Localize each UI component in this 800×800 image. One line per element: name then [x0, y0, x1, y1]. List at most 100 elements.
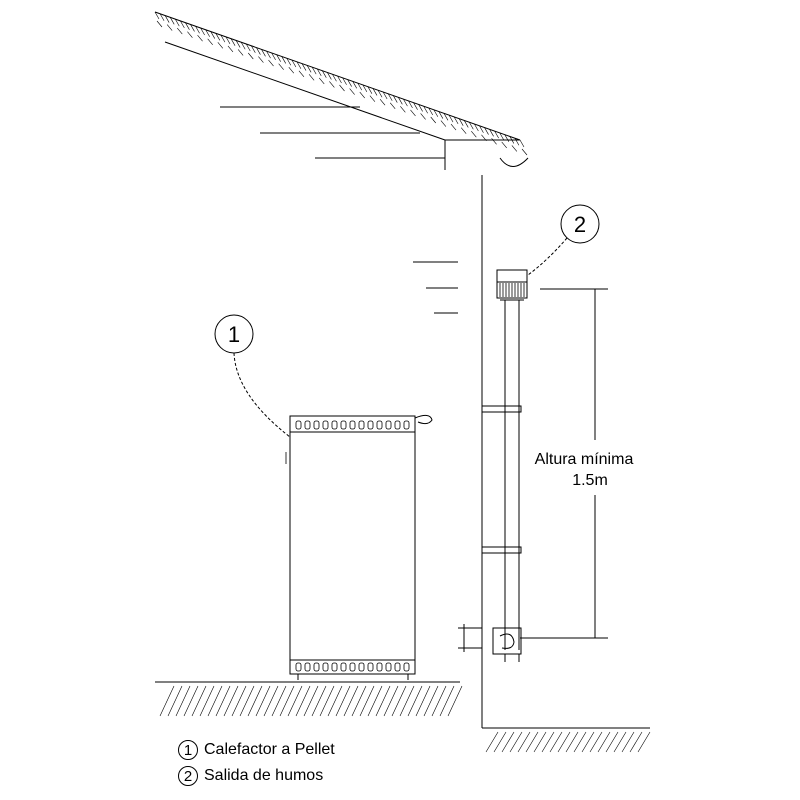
hatch-line [306, 65, 312, 73]
hatch-line [439, 685, 455, 717]
ground [155, 681, 651, 753]
hatch-line [443, 113, 449, 121]
hatch-line [403, 98, 408, 107]
vent-slot [385, 662, 392, 672]
hatch-line [327, 72, 332, 80]
hatch-line [549, 731, 563, 753]
hatch-line [180, 20, 185, 29]
hatch-line [359, 685, 375, 717]
hatch-line [190, 24, 195, 32]
hatch-line [450, 123, 457, 131]
vent-slot [322, 662, 329, 672]
hatch-line [398, 97, 403, 105]
hatch-line [217, 42, 224, 49]
hatch-line [494, 130, 499, 139]
hatch-line [311, 66, 317, 75]
hatch-line [375, 685, 391, 717]
hatch-line [420, 113, 426, 120]
hatch-line [629, 731, 643, 753]
vent-slot [394, 662, 401, 672]
hatch-line [251, 45, 256, 53]
hatch-line [383, 685, 399, 717]
hatch-line [239, 685, 255, 717]
eave-lines [220, 106, 445, 159]
hatch-line [175, 18, 180, 27]
hatch-line [369, 95, 376, 102]
hatch-line [247, 685, 263, 717]
hatch-line [433, 109, 439, 117]
hatch-line [248, 52, 254, 60]
vent-slot [403, 420, 410, 430]
vent-slot [340, 420, 347, 430]
dimension-label-line2: 1.5m [572, 472, 608, 489]
vent-slot [367, 662, 374, 672]
callout-2: 2 [527, 204, 600, 276]
hatch-line [298, 70, 305, 77]
hatch-line [308, 74, 315, 81]
hatch-line [448, 114, 454, 123]
hatch-line [159, 13, 165, 21]
hatch-line [484, 127, 489, 135]
wall-penetration [458, 624, 522, 662]
vent-slot [331, 662, 338, 672]
hatch-line [573, 731, 587, 753]
hatch-line [303, 685, 319, 717]
hatch-line [605, 731, 619, 753]
hatch-line [589, 731, 603, 753]
hatch-line [377, 90, 383, 98]
hatch-line [288, 67, 295, 74]
hatch-line [301, 63, 307, 71]
legend-item: 2 Salida de humos [178, 763, 335, 789]
hatch-line [621, 731, 635, 753]
hatch-line [296, 61, 302, 69]
hatch-line [295, 685, 311, 717]
hatch-line [453, 116, 459, 125]
vent-slot [376, 420, 383, 430]
hatch-line [501, 141, 507, 149]
dimension-label-line1: Altura mínima [535, 451, 634, 468]
hatch-line [287, 685, 303, 717]
hatch-line [557, 731, 571, 753]
hatch-line [521, 148, 528, 156]
hatch-line [268, 59, 274, 67]
hatch-line [215, 33, 221, 41]
wall-marks [413, 261, 458, 314]
hatch-line [423, 106, 428, 114]
flue-pipe [481, 299, 524, 650]
hatch-line [227, 45, 234, 53]
hatch-line [367, 86, 373, 94]
hatch-line [261, 49, 266, 57]
callout-1-number: 1 [228, 322, 240, 347]
hatch-line [351, 685, 367, 717]
hatch-line [185, 22, 190, 30]
hatch-line [235, 40, 241, 48]
vent-slot [358, 662, 365, 672]
hatch-line [509, 731, 523, 753]
hatch-line [177, 27, 183, 35]
hatch-line [271, 685, 287, 717]
hatch-line [311, 685, 327, 717]
hatch-line [156, 20, 163, 28]
legend: 1 Calefactor a Pellet 2 Salida de humos [178, 737, 335, 789]
hatch-line [447, 685, 463, 717]
hatch-line [613, 731, 627, 753]
roof [154, 11, 528, 170]
hatch-line [509, 136, 515, 144]
hatch-line [316, 68, 322, 77]
hatch-line [511, 145, 518, 152]
vent-slot [394, 420, 401, 430]
hatch-line [187, 31, 193, 38]
hatch-line [431, 685, 447, 717]
hatch-line [210, 31, 216, 39]
legend-item: 1 Calefactor a Pellet [178, 737, 335, 763]
hatch-line [339, 84, 345, 92]
hatch-line [533, 731, 547, 753]
hatch-line [329, 81, 335, 88]
hatch-line [400, 106, 406, 113]
hatch-line [415, 685, 431, 717]
hatch-line [337, 75, 342, 84]
hatch-line [223, 685, 239, 717]
hatch-line [342, 77, 347, 85]
